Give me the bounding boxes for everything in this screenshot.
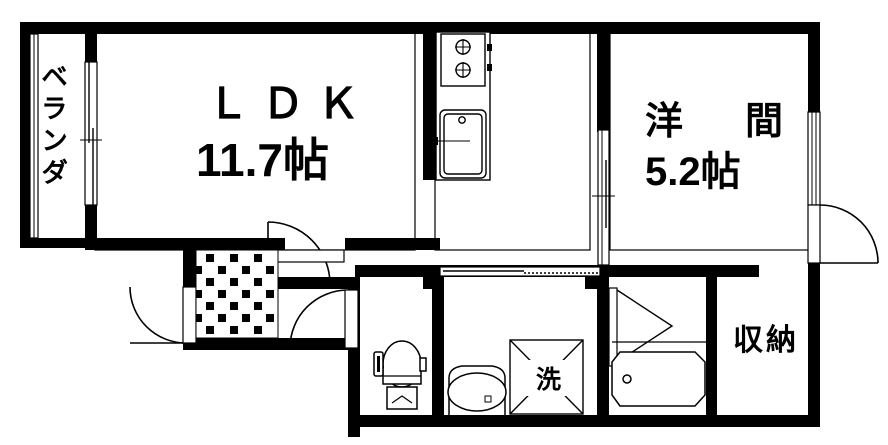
exterior-entry-door[interactable] [807, 204, 879, 264]
wall-bath-closet [706, 277, 717, 417]
ldk-room-area: 11.7帖 [196, 134, 329, 186]
wall-right-upper [808, 22, 820, 112]
wall-bottom [348, 415, 820, 427]
wall-genkan-bottom [183, 338, 358, 350]
wall-top [20, 22, 820, 34]
toilet [373, 340, 427, 410]
kitchen-room-sliding-door[interactable] [592, 129, 615, 266]
wall-left-veranda [20, 22, 30, 248]
wall-veranda-ldk-top [85, 22, 97, 62]
wall-kitchen-left [423, 22, 436, 180]
washing-machine-pan [509, 339, 584, 415]
gas-stove-two-burner [440, 33, 492, 87]
wall-stub-a [423, 265, 436, 289]
wall-stub-e [183, 277, 196, 289]
wall-kitchen-room-divider [597, 22, 610, 130]
corridor-door[interactable] [289, 289, 359, 349]
storage-label: 収納 [733, 324, 799, 357]
wall-mid-horizontal-right [597, 265, 759, 277]
kitchen-sink [432, 109, 487, 179]
entrance-door[interactable] [129, 286, 197, 344]
wall-ldk-bottom-right [345, 238, 440, 250]
ldk-entry-door[interactable] [267, 221, 345, 285]
wall-corridor-top [278, 277, 358, 289]
wall-toilet-right [432, 277, 444, 417]
western-room-name: 洋 間 [645, 101, 796, 143]
veranda-sliding-window[interactable] [29, 33, 39, 239]
washer-label: 洗 [536, 366, 562, 394]
western-room-area: 5.2帖 [645, 150, 741, 194]
ldk-balcony-sliding-door[interactable] [80, 61, 102, 206]
wall-stub-d [808, 265, 820, 285]
wall-ldk-bottom-left [85, 238, 195, 250]
entrance-tile-area [195, 249, 279, 339]
wall-washroom-right [597, 277, 609, 417]
wall-genkan-top [183, 238, 278, 250]
ldk-room-name: ＬＤＫ [207, 80, 373, 127]
wall-veranda-ldk-bottom [85, 205, 97, 248]
wall-stub-c [597, 112, 610, 132]
veranda-label: ベランダ [37, 62, 67, 190]
bathtub [611, 351, 706, 407]
washbasin [447, 365, 507, 415]
western-room-window[interactable] [807, 111, 821, 206]
washroom-sliding-door[interactable] [439, 266, 601, 277]
